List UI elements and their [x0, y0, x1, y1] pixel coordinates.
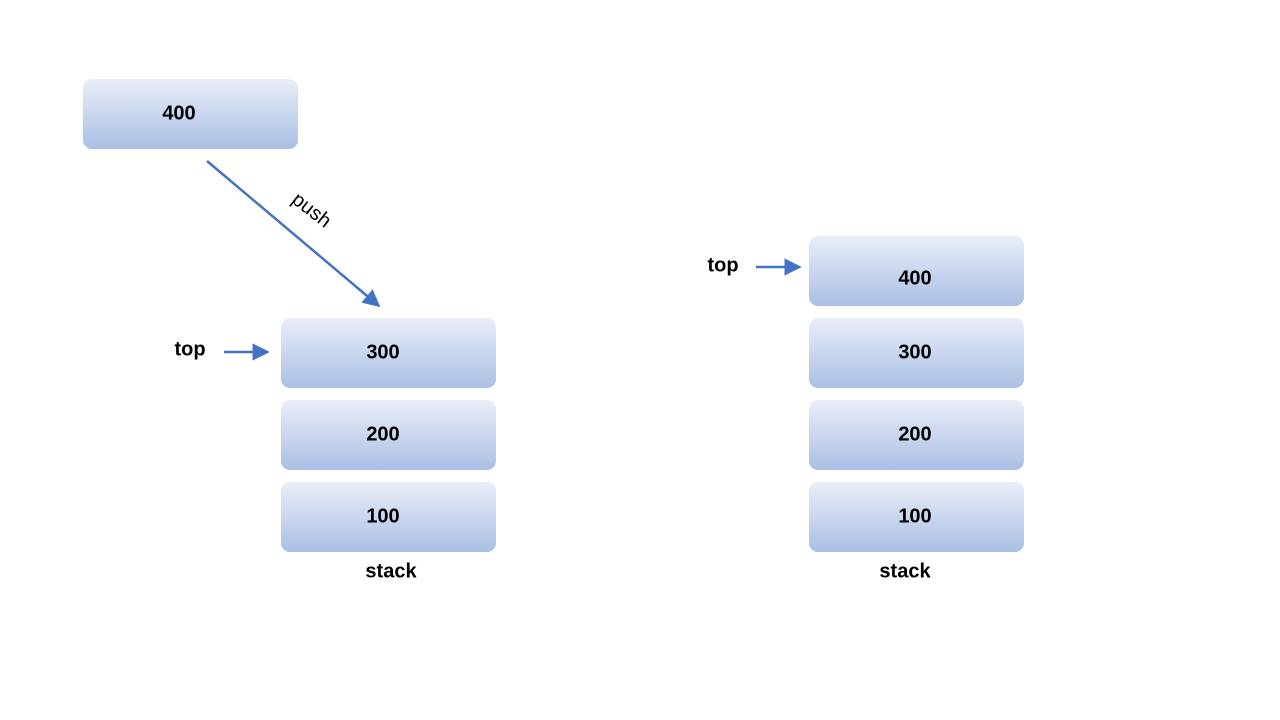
before-stack: top 300 200 100 stack [174, 318, 496, 582]
after-stack-item-box [809, 400, 1024, 470]
after-stack-item-value: 100 [898, 505, 931, 527]
after-stack: top 400 300 200 100 stack [707, 236, 1024, 582]
before-stack-item-box [281, 482, 496, 552]
push-arrow: push [206, 160, 381, 308]
before-stack-item-box [281, 318, 496, 388]
after-stack-item-box [809, 482, 1024, 552]
after-top-label: top [707, 254, 738, 276]
after-stack-item-box [809, 318, 1024, 388]
after-stack-item-value: 400 [898, 267, 931, 289]
incoming-element-value: 400 [162, 102, 195, 124]
before-stack-caption: stack [365, 560, 417, 582]
after-stack-item-value: 300 [898, 341, 931, 363]
after-stack-item-box [809, 236, 1024, 306]
incoming-element: 400 [83, 79, 298, 149]
before-top-label: top [174, 338, 205, 360]
incoming-element-box [83, 79, 298, 149]
before-stack-item-box [281, 400, 496, 470]
after-stack-item-value: 200 [898, 423, 931, 445]
push-label: push [288, 188, 336, 232]
push-arrow-line [206, 160, 381, 308]
before-stack-item-value: 100 [366, 505, 399, 527]
before-stack-item-value: 200 [366, 423, 399, 445]
after-stack-caption: stack [879, 560, 931, 582]
before-stack-item-value: 300 [366, 341, 399, 363]
